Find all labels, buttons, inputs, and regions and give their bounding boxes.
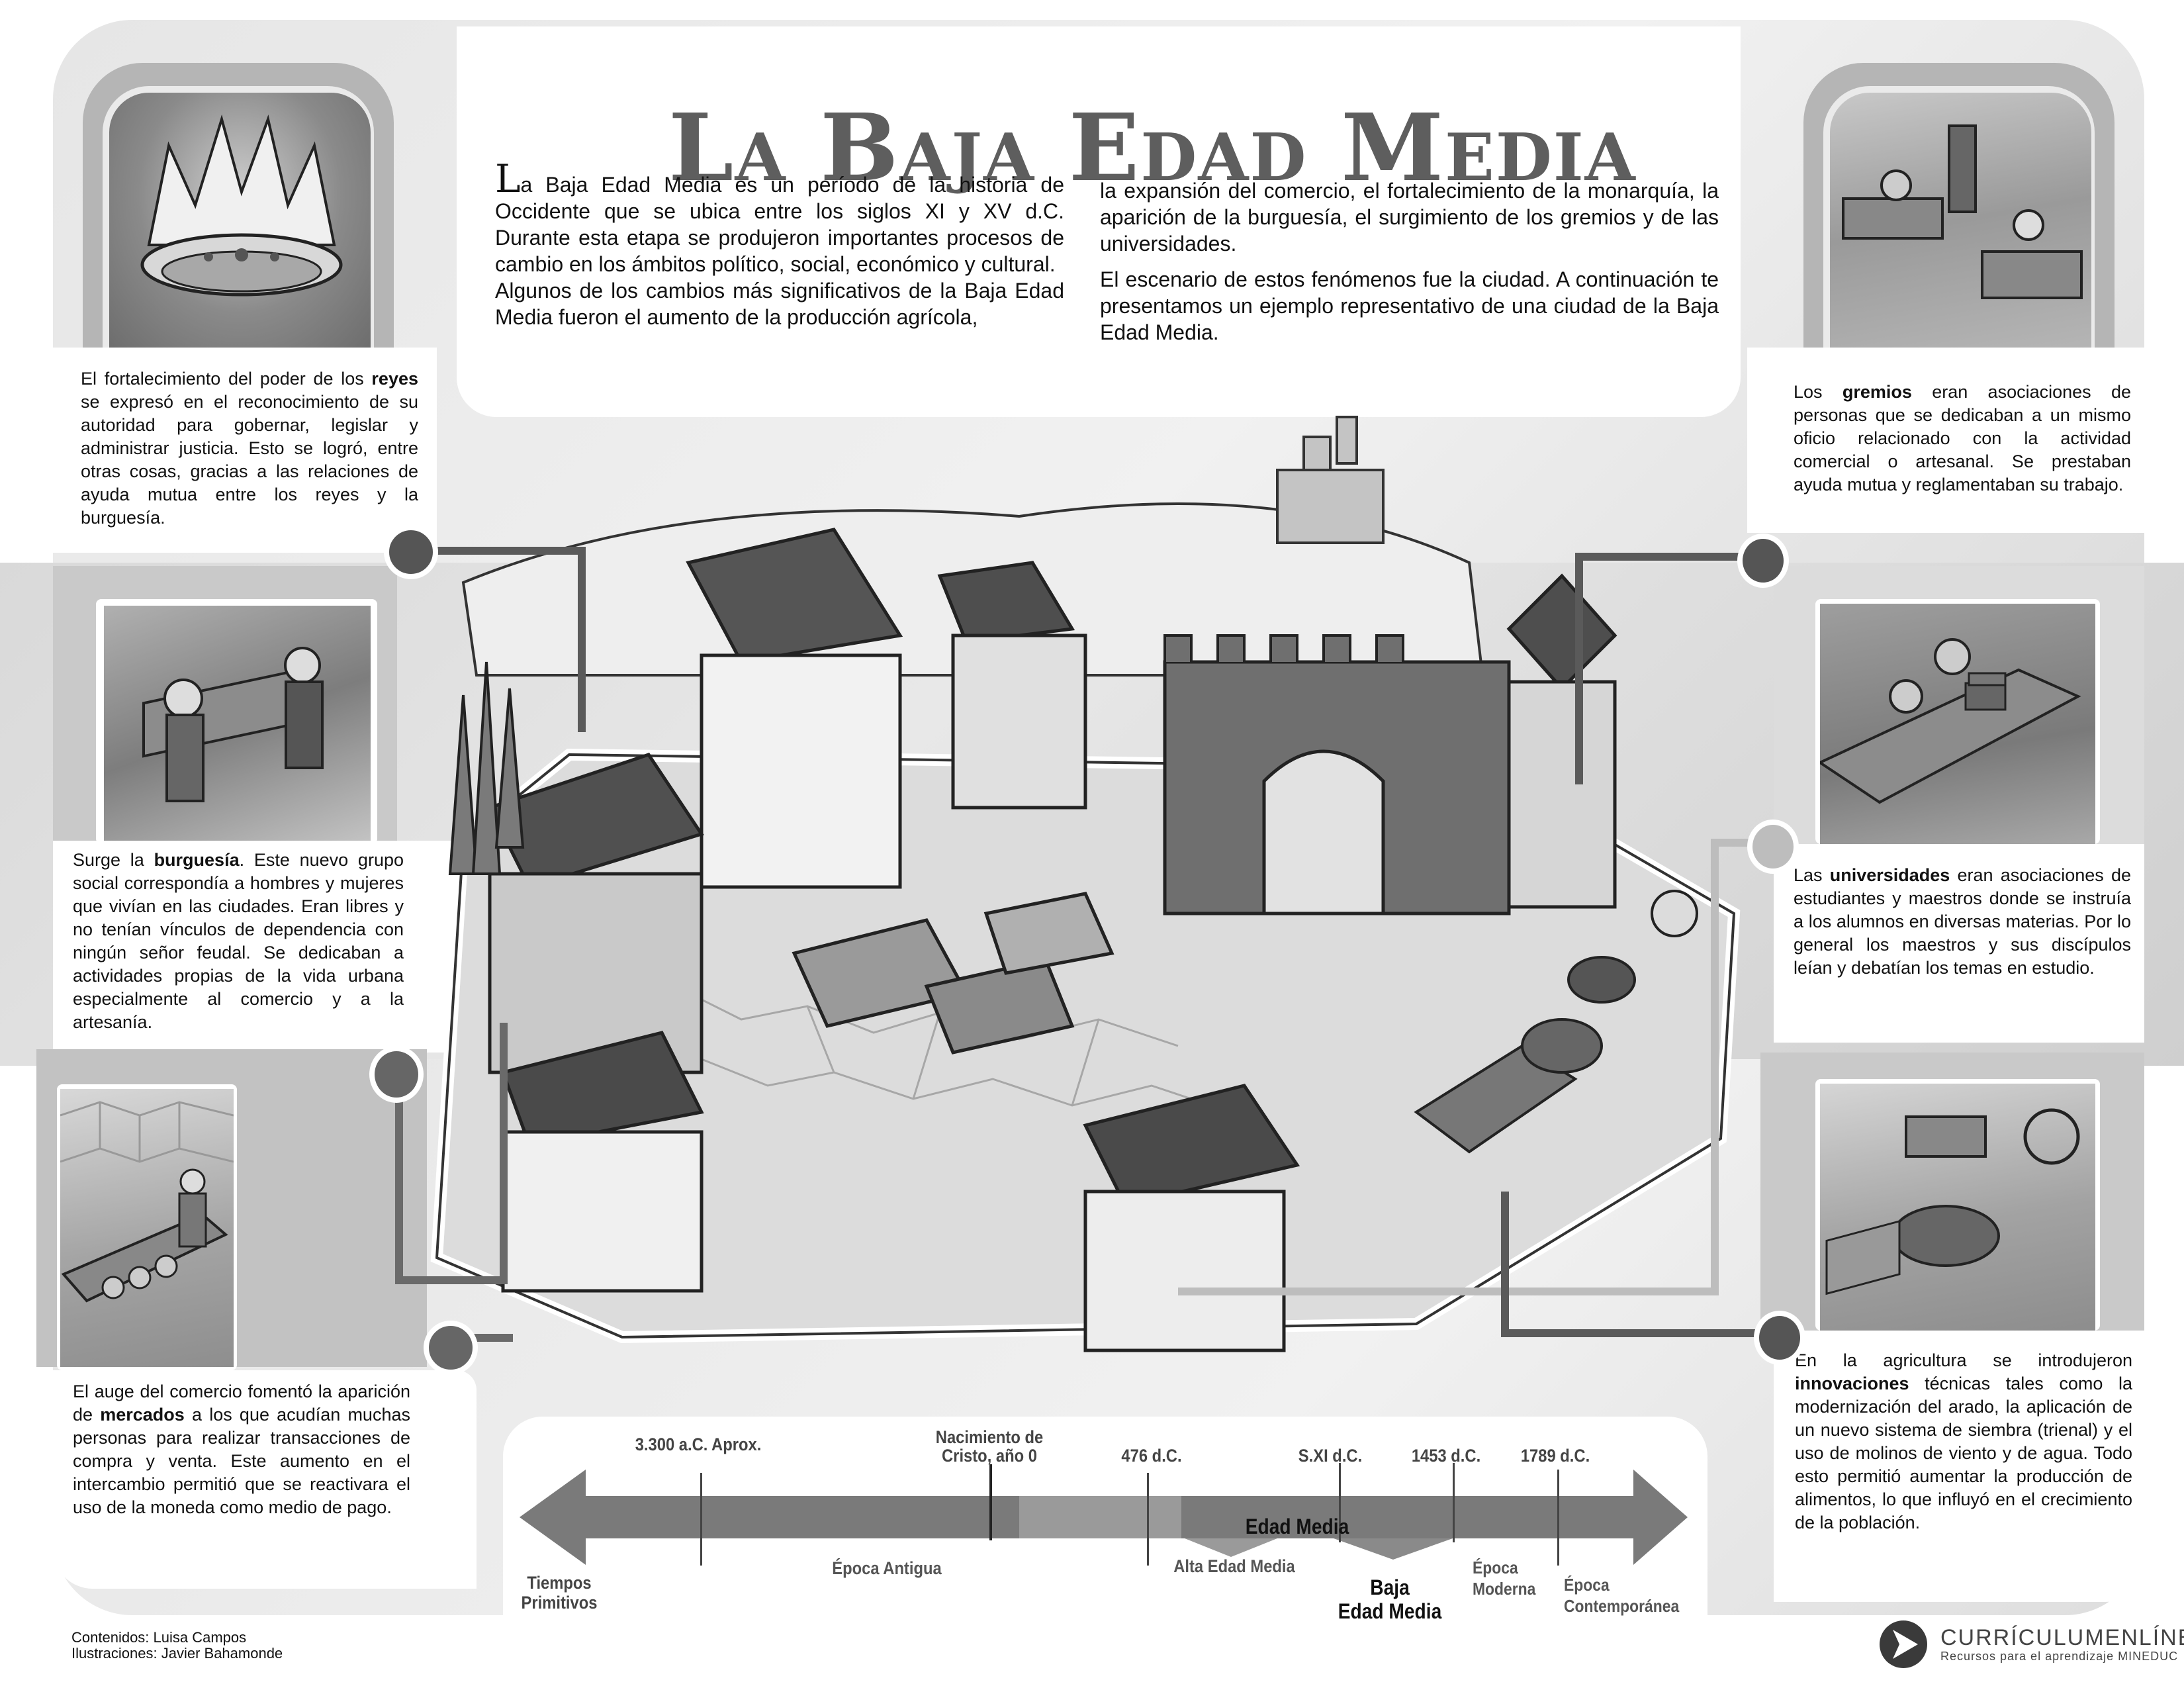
date-1789: 1789 d.C. (1520, 1446, 1590, 1466)
mercados-note: El auge del comercio fomentó la aparició… (73, 1382, 410, 1517)
era-epoca-moderna: Época Moderna (1473, 1558, 1536, 1599)
reyes-note: El fortalecimiento del poder de los reye… (81, 369, 418, 528)
keyword-gremios: gremios (1842, 382, 1912, 402)
connector-burguesia-v (395, 1079, 403, 1284)
intro-paragraph-2: Algunos de los cambios más significativo… (495, 279, 1064, 329)
connector-dot-innovaciones (1754, 1311, 1805, 1365)
intro-paragraph-4: El escenario de estos fenómenos fue la c… (1100, 267, 1719, 344)
credits-illustrations: Ilustraciones: Javier Bahamonde (71, 1645, 283, 1662)
era-alta-edad-media: Alta Edad Media (1173, 1556, 1295, 1576)
era-edad-media: Edad Media (1245, 1515, 1349, 1538)
tick-476 (1147, 1473, 1149, 1566)
burguesia-note-card (53, 841, 477, 1053)
connector-dot-gremios (1737, 534, 1789, 588)
universidades-note: Las universidades eran asociaciones de e… (1794, 865, 2131, 978)
connector-burguesia-h (395, 1276, 508, 1284)
era-baja-edad-media: Baja Edad Media (1338, 1575, 1442, 1623)
connector-innovaciones-v (1501, 1192, 1509, 1337)
crown-illustration (109, 93, 371, 348)
era-epoca-antigua: Época Antigua (832, 1558, 942, 1578)
connector-universidades-v (1711, 839, 1719, 1295)
keyword-innovaciones: innovaciones (1795, 1374, 1909, 1393)
tick-ano-0 (989, 1464, 992, 1540)
page-title: La Baja Edad Media (668, 93, 1637, 203)
tick-sxi (1339, 1463, 1341, 1542)
intro-column-1: La Baja Edad Media es un período de la h… (495, 160, 1064, 330)
connector-burguesia-v2 (500, 1023, 508, 1284)
medieval-city-illustration (424, 410, 1747, 1383)
intro-paragraph-1: a Baja Edad Media es un período de la hi… (495, 173, 1064, 276)
tick-3300ac (700, 1473, 702, 1566)
market-stall-illustration (60, 1089, 234, 1367)
gremios-note: Los gremios eran asociaciones de persona… (1794, 382, 2131, 494)
tick-1789 (1557, 1470, 1559, 1566)
scholars-desk-illustration (1820, 604, 2095, 844)
logo-main-text: CURRÍCULUMENLÍNEA (1940, 1625, 2184, 1650)
connector-innovaciones-h (1501, 1329, 1766, 1337)
era-tiempos-primitivos: Tiempos Primitivos (521, 1573, 598, 1613)
date-nacimiento-cristo: Nacimiento de Cristo, año 0 (935, 1427, 1044, 1466)
keyword-universidades: universidades (1829, 865, 1950, 885)
intro-card (457, 26, 1741, 417)
date-476: 476 d.C. (1121, 1446, 1182, 1466)
timeline-arrow (520, 1470, 1688, 1565)
date-sxi: S.XI d.C. (1298, 1446, 1363, 1466)
burguesia-note: Surge la burguesía. Este nuevo grupo soc… (73, 850, 404, 1032)
connector-mercados-h (467, 1334, 513, 1342)
keyword-mercados: mercados (100, 1405, 185, 1425)
tick-1453 (1453, 1463, 1455, 1542)
keyword-reyes: reyes (371, 369, 418, 389)
credits-contents: Contenidos: Luisa Campos (71, 1629, 247, 1646)
connector-dot-mercados (424, 1321, 478, 1375)
plough-oxen-illustration (1820, 1084, 2095, 1331)
connector-dot-universidades (1747, 820, 1799, 874)
connector-reyes-v (578, 547, 586, 732)
connector-dot-reyes (384, 525, 438, 579)
play-arrow-icon (1880, 1620, 1927, 1668)
connector-universidades-h (1711, 839, 1757, 847)
connector-reyes-h (424, 547, 586, 555)
logo-sub-text: Recursos para el aprendizaje MINEDUC (1940, 1650, 2179, 1663)
crown-icon (140, 114, 343, 297)
era-epoca-contemporanea: Época Contemporánea (1564, 1575, 1680, 1616)
dropcap: L (495, 156, 521, 201)
guild-workshop-illustration (1830, 93, 2091, 348)
connector-universidades-h2 (1178, 1288, 1719, 1295)
keyword-burguesia: burguesía (154, 850, 240, 870)
connector-gremios-v (1575, 553, 1583, 784)
connector-gremios-h (1575, 553, 1754, 561)
date-1453: 1453 d.C. (1411, 1446, 1481, 1466)
curriculumenlinea-logo[interactable]: CURRÍCULUMENLÍNEA Recursos para el apren… (1880, 1620, 2184, 1668)
innovaciones-note-card (1774, 1331, 2144, 1602)
baja-edad-media-pointer (1334, 1538, 1453, 1560)
intro-column-2: la expansión del comercio, el fortalecim… (1100, 177, 1719, 346)
merchant-counter-illustration (104, 606, 371, 844)
mercados-note-card (53, 1370, 477, 1589)
universidades-note-card (1774, 844, 2144, 1043)
intro-paragraph-3: la expansión del comercio, el fortalecim… (1100, 179, 1719, 256)
innovaciones-note: En la agricultura se introdujeron innova… (1795, 1350, 2132, 1532)
reyes-note-card (53, 348, 437, 553)
date-3300ac: 3.300 a.C. Aprox. (635, 1434, 762, 1454)
connector-dot-burguesia (369, 1046, 424, 1103)
gremios-note-card (1747, 348, 2144, 533)
credits: Contenidos: Luisa Campos Ilustraciones: … (71, 1630, 283, 1662)
